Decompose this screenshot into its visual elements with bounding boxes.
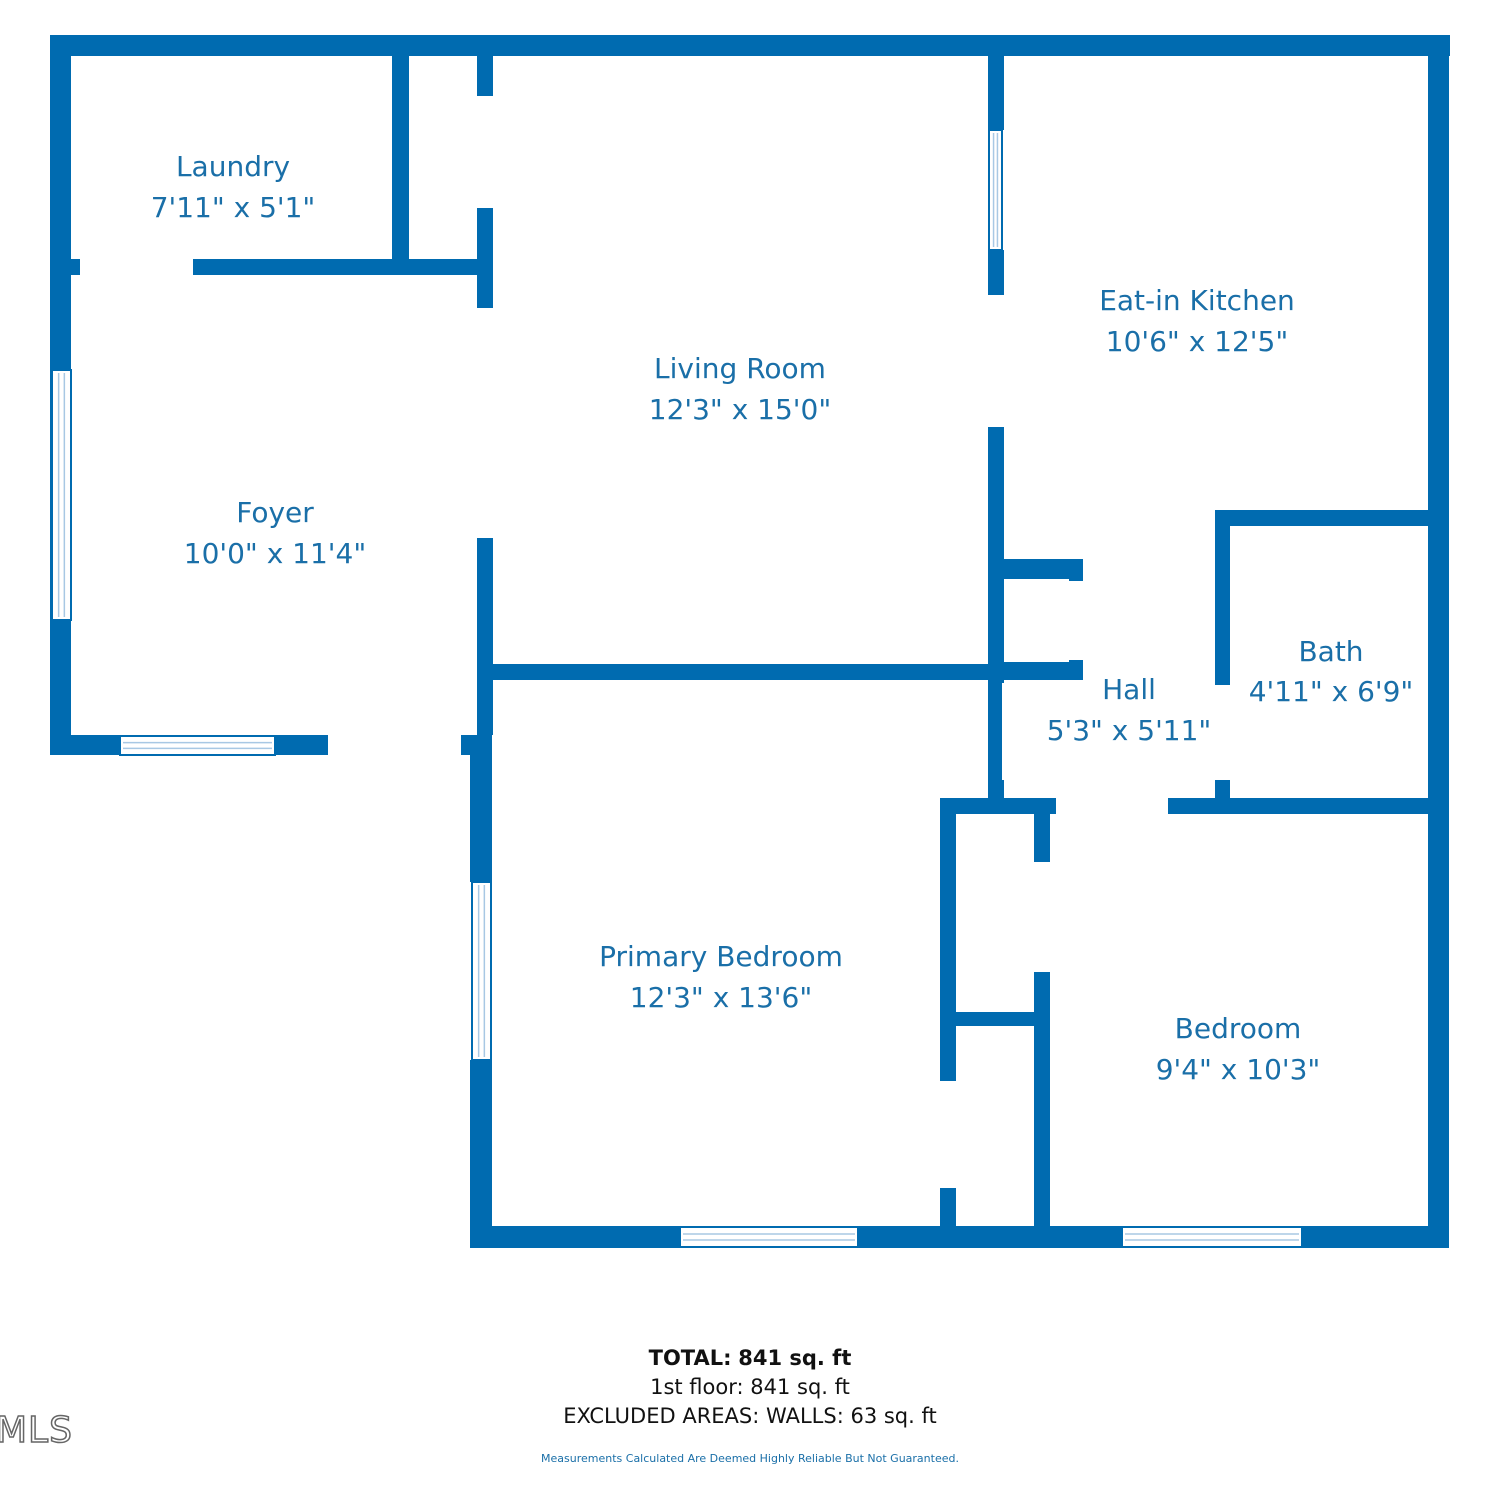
room-name-hall: Hall bbox=[1102, 673, 1156, 706]
window-3 bbox=[679, 1226, 859, 1248]
total-area: TOTAL: 841 sq. ft bbox=[0, 1344, 1500, 1373]
window-0 bbox=[51, 369, 72, 621]
wall-segment-11 bbox=[477, 208, 493, 308]
room-dims-bath: 4'11" x 6'9" bbox=[1249, 675, 1414, 708]
wall-segment-28 bbox=[940, 798, 1056, 814]
window-2 bbox=[471, 881, 492, 1061]
wall-segment-25 bbox=[1215, 510, 1448, 526]
wall-segment-12 bbox=[477, 538, 493, 735]
room-name-bath: Bath bbox=[1298, 635, 1363, 668]
disclaimer: Measurements Calculated Are Deemed Highl… bbox=[541, 1452, 959, 1465]
room-name-bedroom: Bedroom bbox=[1175, 1012, 1302, 1045]
wall-segment-15 bbox=[477, 664, 996, 680]
room-name-laundry: Laundry bbox=[176, 150, 290, 183]
wall-segment-18 bbox=[988, 427, 1004, 683]
room-name-living: Living Room bbox=[654, 352, 826, 385]
room-name-kitchen: Eat-in Kitchen bbox=[1099, 284, 1295, 317]
room-name-foyer: Foyer bbox=[236, 496, 314, 529]
wall-segment-20 bbox=[1069, 559, 1083, 581]
wall-segment-30 bbox=[940, 798, 956, 1081]
wall-segment-6 bbox=[461, 735, 492, 755]
wall-segment-31 bbox=[940, 1188, 956, 1228]
wall-segment-19 bbox=[988, 559, 1083, 579]
wall-segment-21 bbox=[1069, 660, 1083, 680]
window-5 bbox=[988, 129, 1003, 251]
room-dims-foyer: 10'0" x 11'4" bbox=[184, 537, 366, 570]
wall-segment-17 bbox=[988, 250, 1004, 295]
room-dims-primary: 12'3" x 13'6" bbox=[630, 981, 812, 1014]
wall-segment-7 bbox=[71, 259, 80, 275]
wall-segment-14 bbox=[470, 1060, 492, 1228]
wall-segment-10 bbox=[477, 56, 493, 96]
wall-segment-8 bbox=[193, 259, 485, 275]
room-dims-living: 12'3" x 15'0" bbox=[649, 393, 831, 426]
excluded-area: EXCLUDED AREAS: WALLS: 63 sq. ft bbox=[563, 1404, 937, 1428]
wall-segment-26 bbox=[1215, 510, 1230, 685]
wall-segment-33 bbox=[1034, 972, 1050, 1228]
room-dims-bedroom: 9'4" x 10'3" bbox=[1156, 1053, 1321, 1086]
wall-segment-34 bbox=[956, 1012, 1036, 1026]
room-dims-hall: 5'3" x 5'11" bbox=[1047, 714, 1212, 747]
window-1 bbox=[119, 735, 276, 756]
wall-segment-29 bbox=[1168, 798, 1448, 814]
windows bbox=[51, 129, 1303, 1248]
total-area-value: 841 sq. ft bbox=[738, 1346, 852, 1370]
wall-segment-23 bbox=[988, 680, 1002, 780]
floor-area: 1st floor: 841 sq. ft bbox=[650, 1375, 850, 1399]
wall-segment-13 bbox=[470, 755, 492, 882]
room-dims-laundry: 7'11" x 5'1" bbox=[151, 191, 316, 224]
wall-segment-2 bbox=[1428, 35, 1449, 1248]
area-summary: TOTAL: 841 sq. ft 1st floor: 841 sq. ft … bbox=[0, 1344, 1500, 1431]
mls-logo: MLS bbox=[0, 1409, 73, 1452]
wall-segment-4 bbox=[50, 735, 120, 755]
window-4 bbox=[1121, 1226, 1303, 1248]
room-name-primary: Primary Bedroom bbox=[599, 940, 843, 973]
wall-segment-16 bbox=[988, 56, 1004, 130]
total-area-key: TOTAL: bbox=[648, 1346, 732, 1370]
wall-segment-9 bbox=[392, 56, 409, 269]
wall-segment-32 bbox=[1034, 812, 1050, 862]
wall-segment-0 bbox=[50, 35, 1450, 56]
wall-segment-5 bbox=[275, 735, 328, 755]
room-dims-kitchen: 10'6" x 12'5" bbox=[1106, 325, 1288, 358]
wall-segment-22 bbox=[1004, 662, 1069, 680]
